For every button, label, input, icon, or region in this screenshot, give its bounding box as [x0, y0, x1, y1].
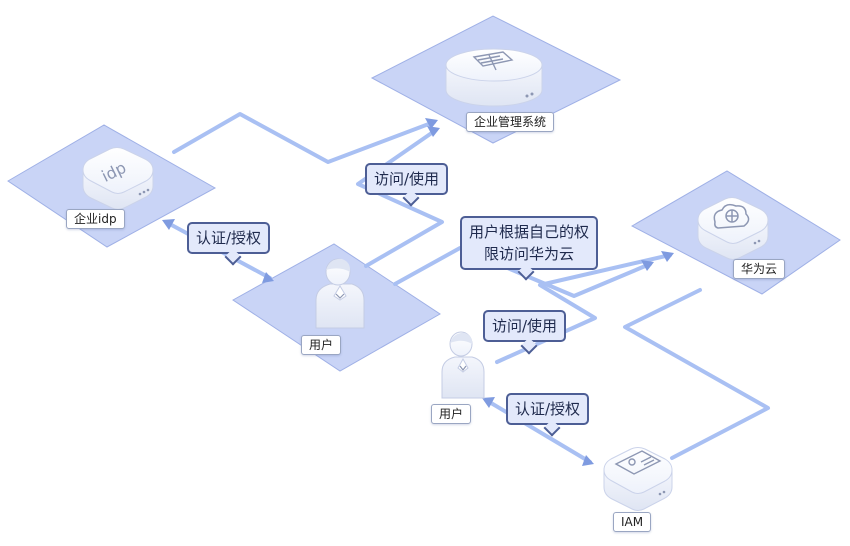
- connector-arrowheads: [162, 118, 674, 466]
- label-huawei-cloud: 华为云: [733, 259, 786, 279]
- bubble-permission-line2: 限访问华为云: [484, 245, 575, 263]
- arrow-to-cloud-1: [641, 260, 654, 271]
- bubble-auth-bottom-text: 认证/授权: [515, 400, 581, 418]
- label-enterprise-system: 企业管理系统: [466, 112, 555, 132]
- globe-icon: [713, 203, 750, 229]
- bubble-access-use-top: 访问/使用: [365, 163, 449, 195]
- bubble-permission: 用户根据自己的权 限访问华为云: [460, 216, 599, 270]
- connector-idp-to-system: [172, 112, 436, 164]
- arrow-to-system-2: [427, 126, 440, 137]
- label-enterprise-idp: 企业idp: [66, 209, 125, 229]
- user-figure-left: [315, 258, 365, 329]
- cloud-device: [697, 197, 769, 260]
- connector-user-to-system: [356, 128, 444, 268]
- bubble-access-use-bottom-text: 访问/使用: [492, 317, 558, 335]
- arrow-to-idp: [162, 219, 175, 230]
- bubble-auth-left-text: 认证/授权: [196, 229, 262, 247]
- bubble-access-use-bottom: 访问/使用: [483, 310, 567, 342]
- connector-user-to-cloud: [393, 246, 652, 298]
- label-iam: IAM: [613, 512, 652, 532]
- bubble-access-use-top-text: 访问/使用: [374, 170, 440, 188]
- arrow-to-cloud-2: [661, 251, 674, 262]
- connector-iam-to-cloud: [623, 288, 770, 460]
- user-figure-right: [441, 331, 485, 399]
- label-user-right: 用户: [431, 404, 472, 424]
- connector-user2-iam-auth: [484, 398, 592, 464]
- label-user-left: 用户: [301, 335, 342, 355]
- arrow-to-user-right: [482, 397, 495, 408]
- arrow-to-iam: [582, 455, 594, 466]
- id-card-icon: [614, 450, 662, 475]
- bubble-auth-bottom: 认证/授权: [506, 393, 590, 425]
- idp-device: idp: [82, 147, 154, 210]
- document-icon: [472, 51, 514, 71]
- iam-device: [603, 447, 673, 511]
- connector-lines: [164, 112, 770, 464]
- enterprise-system-device: [445, 48, 543, 107]
- bubble-permission-line1: 用户根据自己的权: [469, 223, 590, 241]
- arrow-to-system-1: [425, 118, 438, 129]
- arrow-to-user-left: [262, 272, 274, 283]
- bubble-auth-left: 认证/授权: [187, 222, 271, 254]
